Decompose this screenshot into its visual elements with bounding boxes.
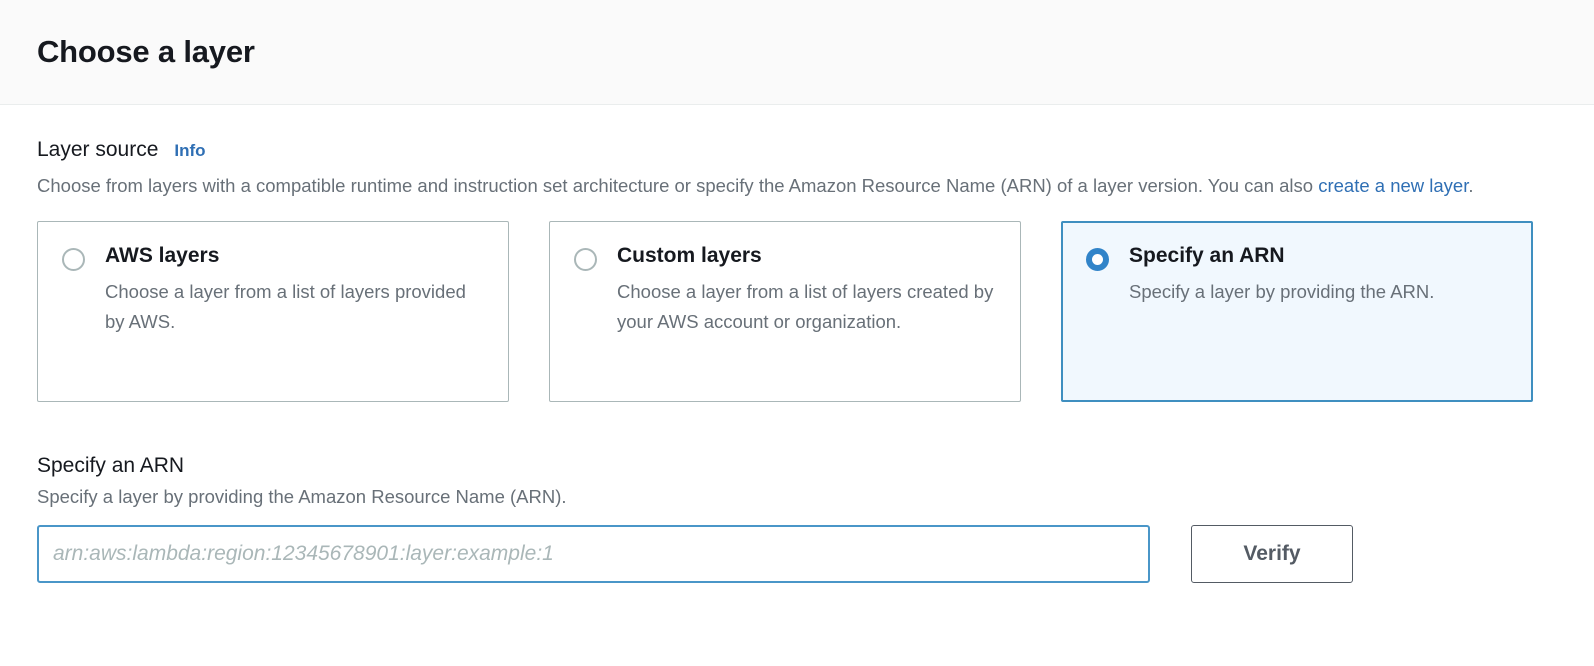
dialog-header: Choose a layer: [0, 0, 1594, 105]
option-specify-an-arn[interactable]: Specify an ARN Specify a layer by provid…: [1061, 221, 1533, 403]
arn-input-row: Verify: [37, 525, 1557, 584]
arn-section: Specify an ARN Specify a layer by provid…: [37, 454, 1557, 584]
arn-section-description: Specify a layer by providing the Amazon …: [37, 486, 567, 508]
layer-source-description: Choose from layers with a compatible run…: [37, 170, 1487, 201]
radio-custom-layers[interactable]: [574, 248, 597, 272]
page-title: Choose a layer: [37, 34, 255, 69]
option-custom-layers-description: Choose a layer from a list of layers cre…: [617, 281, 994, 333]
verify-button[interactable]: Verify: [1191, 525, 1353, 584]
layer-source-description-text-1: Choose from layers with a compatible run…: [37, 175, 1319, 196]
arn-section-heading: Specify an ARN: [37, 454, 185, 478]
option-aws-layers-title: AWS layers: [105, 244, 220, 268]
create-a-new-layer-link[interactable]: create a new layer: [1318, 175, 1469, 196]
option-specify-an-arn-title: Specify an ARN: [1129, 244, 1285, 268]
layer-source-label: Layer source: [37, 138, 159, 161]
option-aws-layers-text: AWS layers Choose a layer from a list of…: [105, 244, 486, 337]
option-custom-layers[interactable]: Custom layers Choose a layer from a list…: [549, 221, 1021, 403]
radio-aws-layers[interactable]: [62, 248, 85, 272]
option-specify-an-arn-text: Specify an ARN Specify a layer by provid…: [1129, 244, 1434, 307]
radio-specify-an-arn[interactable]: [1086, 248, 1109, 272]
arn-input[interactable]: [37, 525, 1150, 584]
dialog-body: Layer source Info Choose from layers wit…: [0, 105, 1594, 584]
option-aws-layers[interactable]: AWS layers Choose a layer from a list of…: [37, 221, 509, 403]
option-specify-an-arn-description: Specify a layer by providing the ARN.: [1129, 281, 1435, 303]
option-aws-layers-description: Choose a layer from a list of layers pro…: [105, 281, 466, 333]
layer-source-options: AWS layers Choose a layer from a list of…: [37, 221, 1557, 403]
option-custom-layers-text: Custom layers Choose a layer from a list…: [617, 244, 998, 337]
layer-source-label-row: Layer source Info: [37, 138, 1557, 162]
option-custom-layers-title: Custom layers: [617, 244, 762, 268]
info-link[interactable]: Info: [174, 141, 206, 160]
layer-source-description-text-2: .: [1468, 175, 1474, 196]
